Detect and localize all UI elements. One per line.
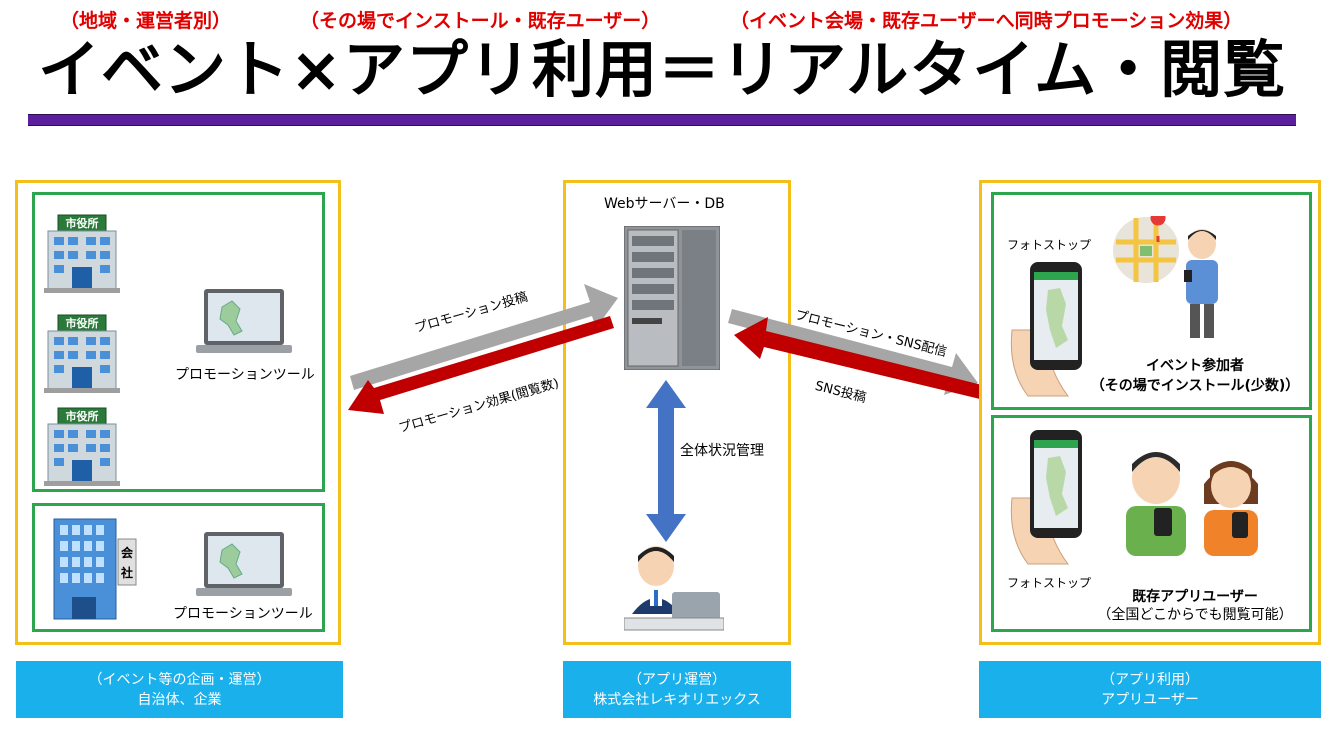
footer-right-line2: アプリユーザー [1101,691,1199,708]
subtitle-left: （地域・運営者別） [60,10,232,32]
title-rule [28,114,1296,126]
company-building-icon: 会 社 [50,515,140,623]
promo-tool-label: プロモーションツール [173,606,313,622]
smartphone-hand-icon [1008,260,1088,400]
city-hall-sign-text: 市役所 [66,316,99,330]
participant-title: イベント参加者 [1146,358,1244,374]
server-label: Webサーバー・DB [604,196,725,212]
manage-label: 全体状況管理 [680,443,764,459]
operator-icon [623,544,725,634]
footer-left-line1: （イベント等の企画・運営） [88,671,271,688]
participant-subtitle: （その場でインストール(少数)） [1090,378,1300,394]
city-hall-icon: 市役所 [44,213,120,293]
girl-user-icon [1198,454,1264,556]
footer-left-line2: 自治体、企業 [137,691,222,708]
laptop-icon [196,530,292,600]
manage-double-arrow [646,380,686,542]
existing-user-subtitle: （全国どこからでも閲覧可能） [1097,607,1293,623]
company-sign-text-1: 会 [121,545,134,560]
footer-right: （アプリ利用） アプリユーザー [979,661,1321,718]
map-pin-icon [1112,210,1180,284]
city-hall-icon: 市役所 [44,406,120,486]
city-hall-sign-text: 市役所 [66,216,99,230]
smartphone-hand-icon [1008,428,1088,568]
boy-user-icon [1120,448,1192,556]
existing-user-title: 既存アプリユーザー [1132,589,1258,605]
photostop-label: フォトストップ [1007,238,1092,252]
laptop-icon [196,287,292,357]
city-hall-icon: 市役所 [44,313,120,393]
subtitle-right: （イベント会場・既存ユーザーへ同時プロモーション効果） [730,10,1243,32]
page-title: イベント×アプリ利用＝リアルタイム・閲覧 [38,33,1287,106]
event-participant-group [991,192,1312,410]
footer-center: （アプリ運営） 株式会社レキオリエックス [563,661,791,718]
city-hall-sign-text: 市役所 [66,409,99,423]
center-panel [563,180,791,645]
footer-left: （イベント等の企画・運営） 自治体、企業 [16,661,343,718]
subtitle-middle: （その場でインストール・既存ユーザー） [300,10,661,32]
right-panel [979,180,1321,645]
right-arrows [728,295,983,425]
left-arrows [340,280,620,430]
promo-tool-label: プロモーションツール [175,367,315,383]
server-icon [623,225,721,371]
participant-person-icon [1178,228,1226,340]
footer-right-line1: （アプリ利用） [1101,671,1199,688]
footer-center-line2: 株式会社レキオリエックス [593,691,761,708]
left-panel [15,180,341,645]
footer-center-line1: （アプリ運営） [628,671,726,688]
municipality-group [32,192,325,492]
company-group [32,503,325,632]
photostop-label: フォトストップ [1007,576,1092,590]
existing-user-group [991,415,1312,632]
company-sign-text-2: 社 [120,565,133,580]
